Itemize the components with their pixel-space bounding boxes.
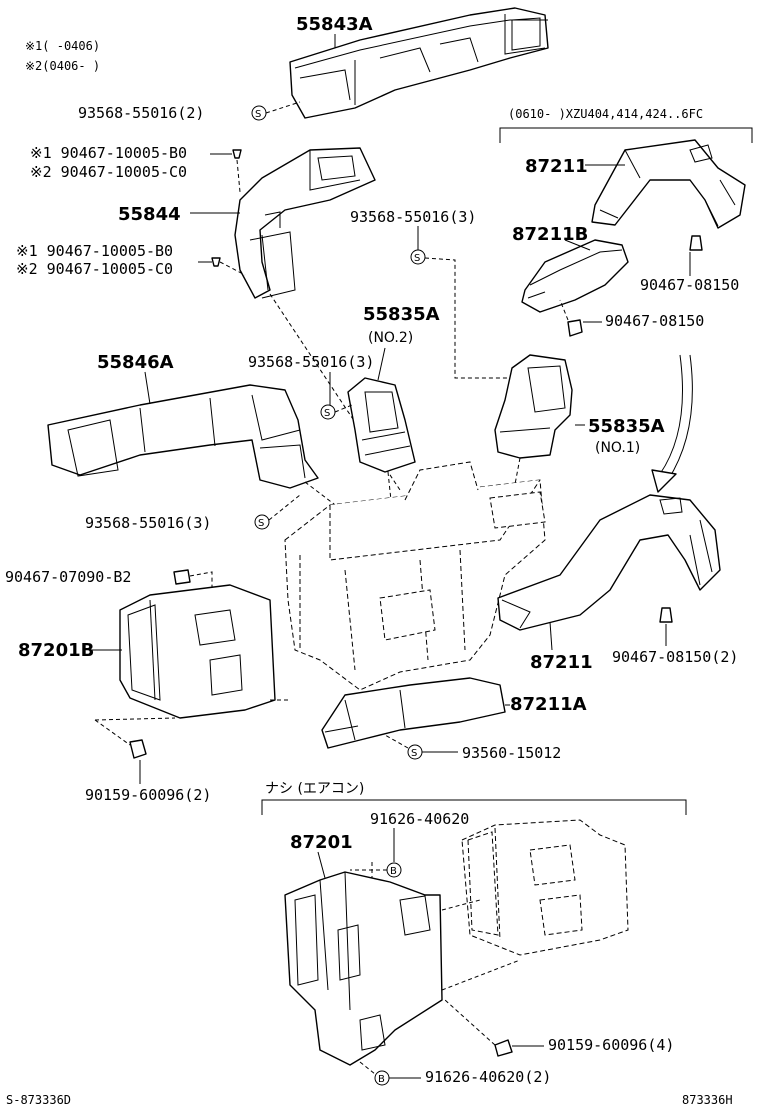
label-90467-b0-top[interactable]: ※1 90467-10005-B0: [30, 144, 187, 162]
svg-text:S: S: [255, 109, 261, 120]
svg-text:B: B: [390, 866, 397, 877]
label-90159-2[interactable]: 90159-60096(2): [85, 786, 211, 804]
part-87211-duct-top[interactable]: [591, 139, 746, 229]
label-87211-right[interactable]: 87211: [530, 652, 593, 673]
part-55844-duct[interactable]: [234, 147, 376, 299]
label-90159-4[interactable]: 90159-60096(4): [548, 1036, 674, 1054]
label-90467-07090[interactable]: 90467-07090-B2: [5, 568, 131, 586]
bolt-icon: [494, 1039, 513, 1057]
label-93568-3-a[interactable]: 93568-55016(3): [350, 208, 476, 226]
symbol-s-icon: [254, 514, 270, 530]
label-nashi: ナシ (エアコン): [265, 781, 364, 797]
label-55843A[interactable]: 55843A: [296, 14, 373, 35]
variant-bracket: [499, 127, 753, 143]
label-91626-a[interactable]: 91626-40620: [370, 810, 469, 828]
part-55843A-duct[interactable]: [289, 7, 549, 119]
part-ghost-case-lower: [461, 819, 629, 956]
label-87211B[interactable]: 87211B: [512, 224, 588, 245]
label-87201B[interactable]: 87201B: [18, 640, 94, 661]
part-55835A-no1[interactable]: [494, 354, 573, 459]
note-1: ※1( -0406): [25, 39, 100, 53]
label-93568-3-c[interactable]: 93568-55016(3): [85, 514, 211, 532]
label-90467-08150-b[interactable]: 90467-08150: [605, 312, 704, 330]
label-93560[interactable]: 93560-15012: [462, 744, 561, 762]
clip-icon: [211, 257, 221, 267]
label-55835A-top[interactable]: 55835A: [363, 304, 440, 325]
svg-text:S: S: [258, 518, 264, 529]
symbol-s-icon: [410, 249, 426, 265]
svg-text:S: S: [324, 408, 330, 419]
label-90467-b0-mid[interactable]: ※1 90467-10005-B0: [16, 242, 173, 260]
part-87201-case[interactable]: [284, 871, 443, 1066]
label-91626-2[interactable]: 91626-40620(2): [425, 1068, 551, 1086]
label-no1[interactable]: (NO.1): [595, 440, 640, 456]
label-90467-08150-a[interactable]: 90467-08150: [640, 276, 739, 294]
svg-text:S: S: [414, 253, 420, 264]
part-87211B-duct[interactable]: [521, 239, 629, 313]
clip-icon: [232, 149, 242, 159]
part-55846A-duct[interactable]: [47, 384, 319, 489]
label-variant-range: (0610- )XZU404,414,424..6FC: [508, 107, 703, 121]
note-2: ※2(0406- ): [25, 59, 100, 73]
arrow: [667, 354, 693, 481]
label-55846A[interactable]: 55846A: [97, 352, 174, 373]
arrow-head-icon: [651, 469, 677, 493]
label-87211A[interactable]: 87211A: [510, 694, 587, 715]
part-87201B-case[interactable]: [119, 584, 276, 719]
svg-text:B: B: [378, 1074, 385, 1085]
screw-icon: [173, 569, 191, 585]
variant-bracket-lower: [261, 799, 687, 815]
screw-icon: [659, 607, 673, 623]
bolt-icon: [129, 739, 147, 759]
svg-text:S: S: [411, 748, 417, 759]
label-90467-c0-mid[interactable]: ※2 90467-10005-C0: [16, 260, 173, 278]
label-93568-3-b[interactable]: 93568-55016(3): [248, 353, 374, 371]
label-90467-c0-top[interactable]: ※2 90467-10005-C0: [30, 163, 187, 181]
screw-icon: [567, 319, 583, 337]
label-55844[interactable]: 55844: [118, 204, 181, 225]
label-87201[interactable]: 87201: [290, 832, 353, 853]
label-90467-08150-2[interactable]: 90467-08150(2): [612, 648, 738, 666]
label-87211-top[interactable]: 87211: [525, 156, 588, 177]
part-55835A-no2[interactable]: [347, 377, 416, 473]
label-93568-top[interactable]: 93568-55016(2): [78, 104, 204, 122]
footer-right-code: 873336H: [682, 1093, 733, 1107]
screw-icon: [689, 235, 703, 251]
part-main-unit: [284, 461, 546, 691]
label-no2[interactable]: (NO.2): [368, 330, 413, 346]
footer-left-code: S-873336D: [6, 1093, 71, 1107]
label-55835A-right[interactable]: 55835A: [588, 416, 665, 437]
part-87211A-duct[interactable]: [321, 677, 506, 749]
